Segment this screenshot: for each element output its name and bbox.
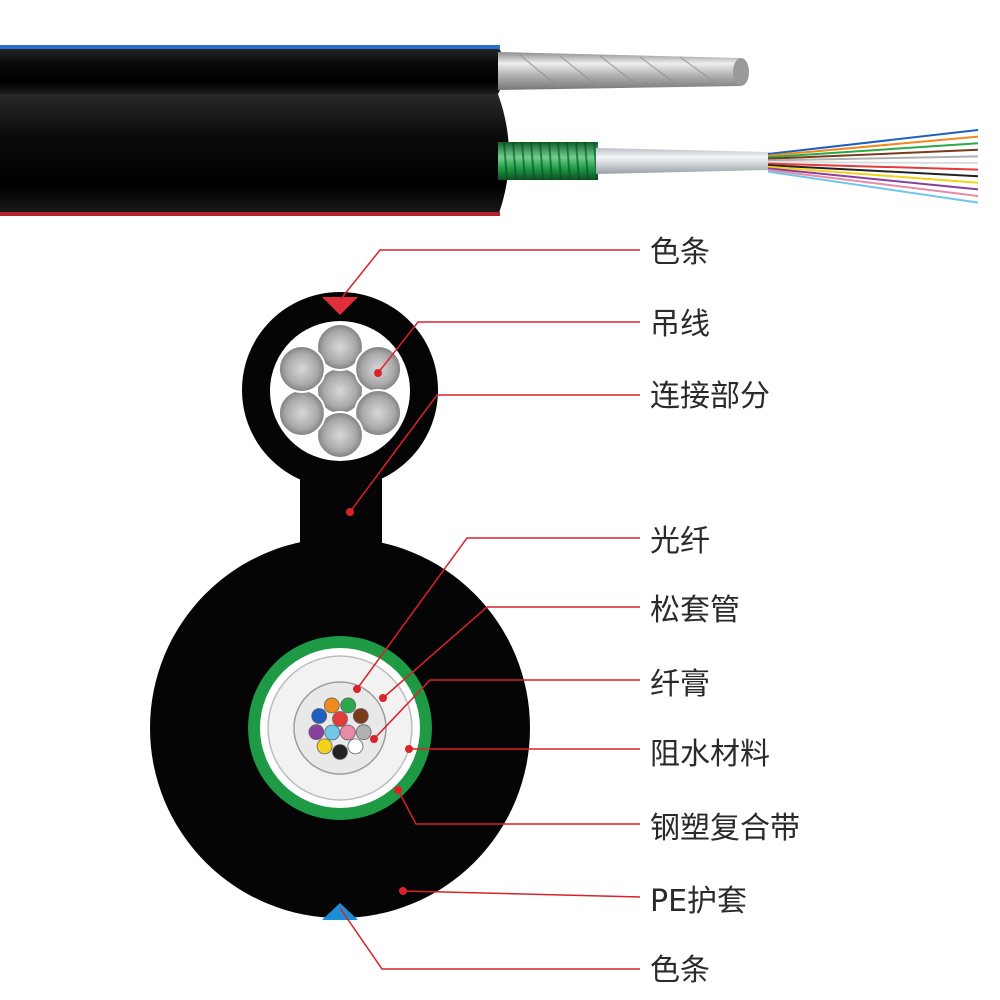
wire-strand [277,345,326,393]
wire-strand [316,411,364,459]
fiber-core [340,697,357,714]
label-steel-plastic-tape: 钢塑复合带 [650,811,800,846]
fiber-strand-side [767,162,979,171]
messenger-wire-side [498,52,746,90]
label-group: 色条 吊线 连接部分 光纤 松套管 纤膏 阻水材料 钢塑复合带 PE护套 色条 [650,235,800,988]
fiber-core [332,711,348,727]
fiber-core [339,724,356,741]
leader-dot [379,694,387,702]
messenger-sheath [0,46,505,94]
fiber-fan [767,129,979,204]
leader-lines [339,249,641,970]
leader-line [373,679,640,740]
label-loose-tube: 松套管 [650,593,740,628]
fiber-core [347,738,364,755]
fiber-core [316,738,333,755]
top-color-stripe [322,297,358,315]
label-pe-sheath: PE护套 [650,884,747,919]
leader-dot [405,745,413,753]
leader-dot [370,735,378,743]
fiber-strand-side [767,165,979,184]
label-water-blocking: 阻水材料 [650,737,770,772]
wire-strand [354,389,403,437]
fiber-strand-side [767,161,979,164]
fiber-core [311,708,328,724]
label-connecting-part: 连接部分 [650,379,770,414]
fiber-strand-side [767,169,979,197]
leader-dot [394,786,402,794]
messenger-wire-end [733,58,749,86]
leader-dot [346,508,354,516]
corrugation-line [512,141,517,181]
corrugation-line [521,141,526,181]
leader-line [402,890,641,898]
label-fiber-gel: 纤膏 [650,667,710,702]
label-color-stripe-top: 色条 [650,235,710,270]
fiber-strand-side [767,170,979,204]
fiber-strand-side [767,142,979,159]
fiber-strand-side [767,129,979,155]
fiber-core [323,697,340,714]
fiber-core [355,724,372,741]
bottom-color-stripe [322,903,358,920]
connecting-neck [300,470,382,590]
label-color-stripe-bottom: 色条 [650,953,710,988]
fiber-core [352,708,369,724]
wire-strand [277,389,326,437]
leader-line [349,394,640,513]
fiber-bundle [308,697,372,760]
leader-line [356,537,640,690]
fiber-core [332,744,348,760]
corrugation-line [539,141,544,181]
corrugation-line [575,141,580,181]
corrugation-line [557,141,562,181]
corrugation-line [503,141,508,181]
loose-tube-ring [293,681,387,775]
wire-strand [316,323,364,371]
fiber-core [324,724,341,741]
messenger-strands [277,323,403,459]
fiber-strand-side [767,155,979,162]
label-optical-fiber: 光纤 [650,524,710,559]
leader-line [377,321,640,374]
fiber-strand-side [767,135,979,157]
cable-side-view [0,45,979,216]
label-messenger-wire: 吊线 [650,307,710,342]
cross-section [150,292,530,920]
fiber-strand-side [767,148,979,160]
corrugation-line [548,141,553,181]
corrugation-line [584,141,589,181]
leader-dot [374,369,382,377]
corrugation-line [566,141,571,181]
fiber-strand-side [767,167,979,191]
leader-dot [399,887,407,895]
fiber-core [308,724,325,741]
leader-line [382,606,640,699]
loose-tube-side [596,148,770,174]
leader-line [397,789,640,825]
leader-line [339,249,640,301]
fiber-strand-side [767,164,979,178]
leader-line [339,907,640,970]
leader-dot [353,685,361,693]
corrugation-line [530,141,535,181]
main-cable-sheath [0,94,509,216]
